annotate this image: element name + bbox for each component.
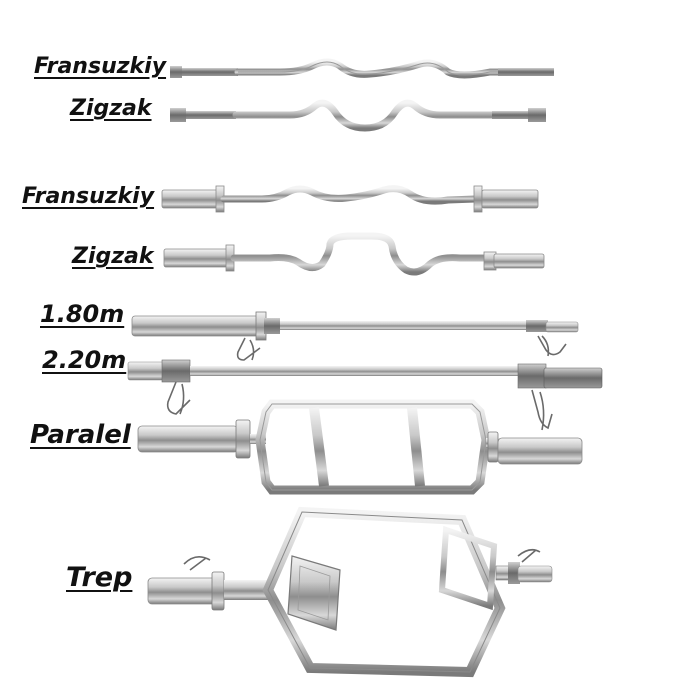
thin-ez-curl-bar xyxy=(170,58,554,79)
label-zigzak-thin: Zigzak xyxy=(70,96,152,121)
spring-clip-icon xyxy=(166,381,191,415)
spring-clip-icon xyxy=(236,337,261,361)
bar-180m xyxy=(131,311,579,361)
label-fransuzkiy-olympic: Fransuzkiy xyxy=(22,184,155,209)
olympic-ez-curl-bar xyxy=(161,185,539,213)
spring-clip-icon xyxy=(537,335,567,357)
collar-icon xyxy=(528,108,546,122)
collar-icon xyxy=(170,66,182,78)
label-bar-220: 2.20m xyxy=(42,346,127,374)
collar-icon xyxy=(170,108,186,122)
spring-clip-icon xyxy=(517,548,541,563)
label-paralel: Paralel xyxy=(30,420,131,450)
label-bar-180: 1.80m xyxy=(40,300,125,328)
olympic-zigzak-bar xyxy=(163,232,545,276)
spring-clip-icon xyxy=(183,556,211,571)
label-zigzak-olympic: Zigzak xyxy=(72,244,154,269)
label-trep: Trep xyxy=(66,562,133,593)
trep-hex-bar xyxy=(147,506,553,678)
thin-zigzak-bar xyxy=(170,99,546,132)
label-fransuzkiy-thin: Fransuzkiy xyxy=(34,54,167,79)
spring-clip-icon xyxy=(531,389,553,431)
bar-220m xyxy=(127,359,603,431)
paralel-tricep-bar xyxy=(137,399,583,495)
